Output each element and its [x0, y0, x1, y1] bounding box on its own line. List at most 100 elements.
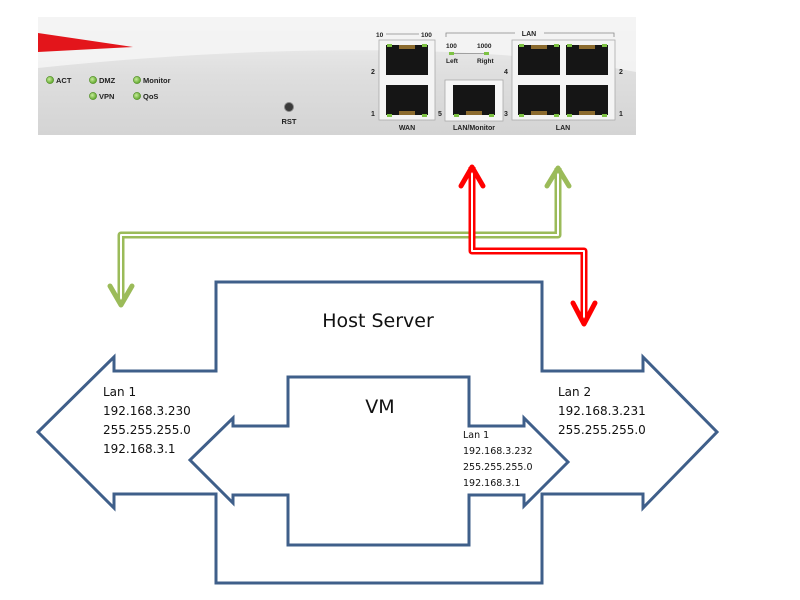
wan-speed-left: 10 [376, 32, 384, 39]
speed-led-left-icon [449, 52, 454, 55]
ethernet-port-icon[interactable] [566, 45, 608, 75]
port-led-icon [602, 114, 607, 117]
arrow-up-icon [458, 164, 486, 189]
reset-label: RST [282, 117, 297, 126]
port-led-icon [519, 44, 524, 47]
vm-lan1-name: Lan 1 [463, 430, 489, 441]
lan-bracket [445, 32, 615, 37]
lan-top-label: LAN [522, 31, 536, 38]
arrow-down-icon [570, 300, 598, 327]
reset-hole-icon[interactable] [284, 102, 294, 112]
port-led-icon [602, 44, 607, 47]
led-qos: QoS [133, 92, 158, 101]
vm-outline [187, 375, 571, 547]
ethernet-port-icon[interactable] [518, 85, 560, 115]
port-led-icon [422, 114, 427, 117]
host-lan1-info: Lan 1 192.168.3.230 255.255.255.0 192.16… [103, 385, 191, 456]
led-act: ACT [46, 76, 72, 85]
host-lan1-mask: 255.255.255.0 [103, 423, 191, 437]
lan-label: LAN [556, 125, 570, 132]
red-link-inner [471, 167, 585, 322]
port-led-icon [422, 44, 427, 47]
port-led-icon [454, 114, 459, 117]
lan-monitor-label: LAN/Monitor [453, 125, 495, 132]
port-pins [399, 111, 415, 115]
lan-monitor-port-group: 5 LAN/Monitor [438, 79, 504, 132]
port-led-icon [387, 114, 392, 117]
host-server-title: Host Server [322, 310, 434, 332]
status-leds: ACT DMZ Monitor VPN QoS [46, 76, 171, 101]
port-pins [466, 111, 482, 115]
reset-button[interactable]: RST [282, 102, 297, 127]
speed-legend: 100 1000 Left Right [446, 43, 494, 65]
port-led-icon [489, 114, 494, 117]
lan-port-group: LAN [445, 31, 623, 132]
arrow-up-icon [544, 165, 572, 189]
lan-port-number: 1 [619, 111, 623, 118]
led-label: QoS [143, 92, 158, 101]
port-led-icon [519, 114, 524, 117]
lan-port-number: 3 [504, 111, 508, 118]
led-monitor: Monitor [133, 76, 171, 85]
wan-speed-right: 100 [421, 32, 432, 39]
ethernet-port-icon[interactable] [386, 45, 428, 75]
vm-lan1-ip: 192.168.3.232 [463, 446, 533, 457]
ethernet-port-icon[interactable] [518, 45, 560, 75]
speed-right-value: 1000 [477, 43, 492, 50]
led-label: ACT [56, 76, 72, 85]
wan-port-group: 10 100 2 1 WAN [371, 32, 436, 132]
port-pins [579, 111, 595, 115]
green-connection [107, 165, 572, 308]
host-lan2-name: Lan 2 [558, 385, 591, 399]
port-pins [399, 45, 415, 49]
router-highlight [38, 17, 636, 72]
led-label: Monitor [143, 76, 171, 85]
green-link-inner [120, 168, 559, 302]
wan-port-number: 1 [371, 111, 375, 118]
lan-monitor-port[interactable] [453, 85, 495, 117]
host-lan1-name: Lan 1 [103, 385, 136, 399]
led-vpn: VPN [89, 92, 114, 101]
lan-port-2[interactable] [566, 44, 608, 75]
port-pins [579, 45, 595, 49]
port-led-icon [567, 44, 572, 47]
led-indicator-icon [89, 76, 97, 84]
speed-left-value: 100 [446, 43, 457, 50]
router-front-panel: ACT DMZ Monitor VPN QoS RST [38, 17, 636, 135]
host-lan2-mask: 255.255.255.0 [558, 423, 646, 437]
led-indicator-icon [46, 76, 54, 84]
wan-label: WAN [399, 125, 415, 132]
host-lan2-ip: 192.168.3.231 [558, 404, 646, 418]
lan-port-1[interactable] [566, 85, 608, 117]
port-led-icon [554, 44, 559, 47]
red-connection [458, 164, 598, 327]
host-lan2-info: Lan 2 192.168.3.231 255.255.255.0 [558, 385, 646, 437]
wan-port-2[interactable] [386, 44, 428, 75]
speed-left-label: Left [446, 58, 459, 65]
lan-port-4[interactable] [518, 44, 560, 75]
lan-port-3[interactable] [518, 85, 560, 117]
ethernet-port-icon[interactable] [386, 85, 428, 115]
wan-port-1[interactable] [386, 85, 428, 117]
led-indicator-icon [133, 92, 141, 100]
brand-stripe [38, 33, 133, 52]
arrow-down-icon [107, 283, 135, 308]
lan-port-number: 2 [619, 69, 623, 76]
led-label: VPN [99, 92, 114, 101]
speed-led-right-icon [484, 52, 489, 55]
port-pins [531, 111, 547, 115]
speed-right-label: Right [477, 58, 494, 65]
led-indicator-icon [89, 92, 97, 100]
led-indicator-icon [133, 76, 141, 84]
port-led-icon [387, 44, 392, 47]
vm-lan1-mask: 255.255.255.0 [463, 462, 533, 473]
port-led-icon [554, 114, 559, 117]
ethernet-port-icon[interactable] [566, 85, 608, 115]
led-dmz: DMZ [89, 76, 116, 85]
led-label: DMZ [99, 76, 116, 85]
port-led-icon [567, 114, 572, 117]
host-lan1-ip: 192.168.3.230 [103, 404, 191, 418]
ethernet-port-icon[interactable] [453, 85, 495, 115]
lan-port-number: 4 [504, 69, 508, 76]
